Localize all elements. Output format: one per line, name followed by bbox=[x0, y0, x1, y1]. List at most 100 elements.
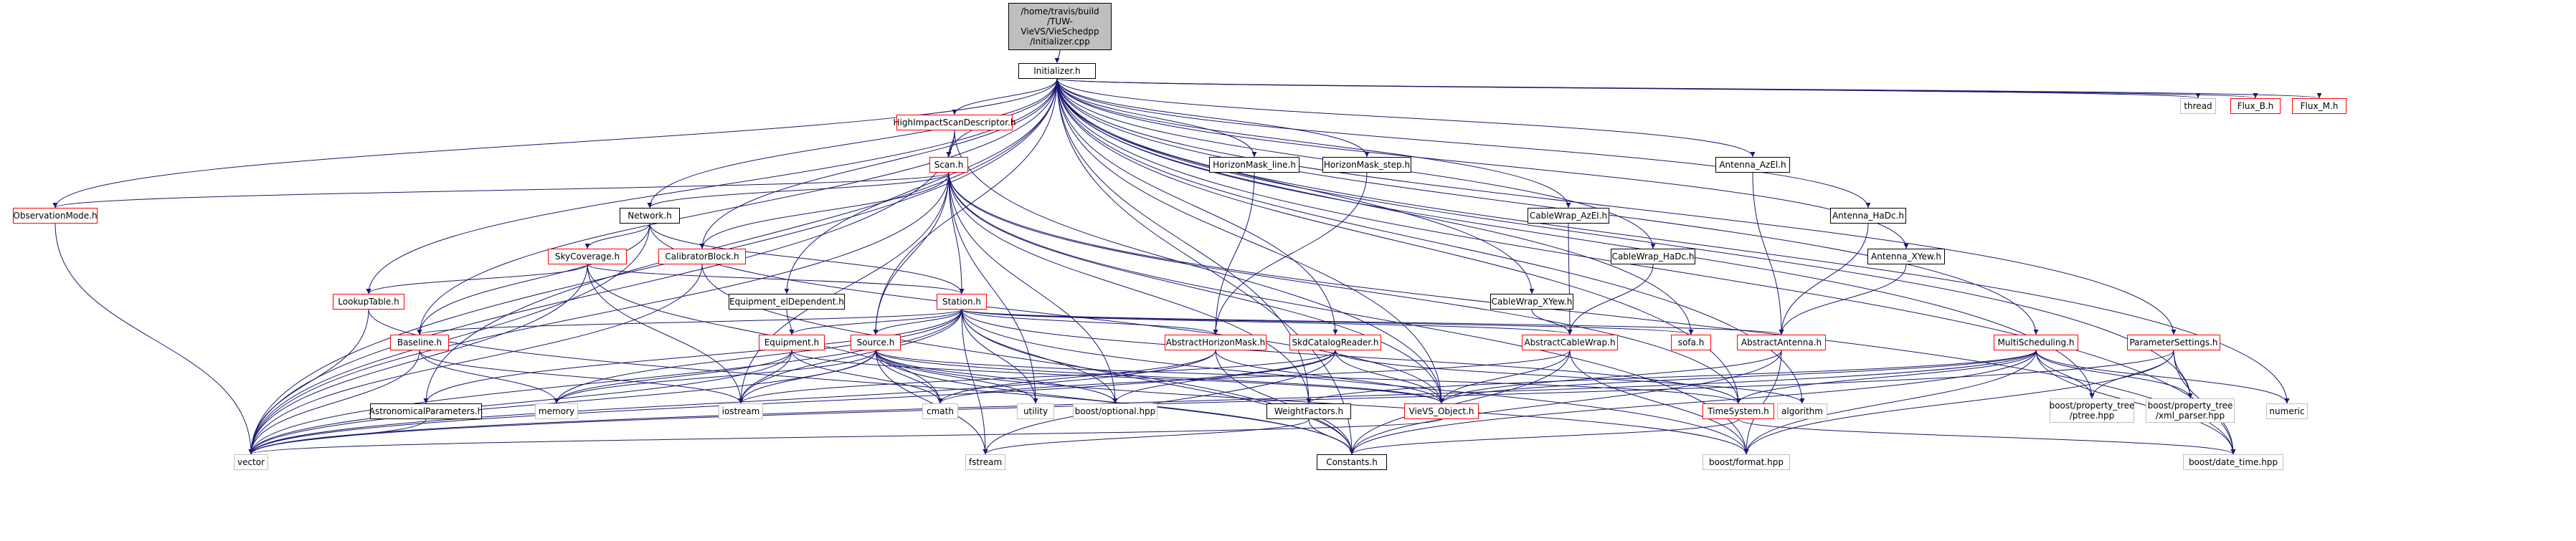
node-skdcatalog[interactable]: SkdCatalogReader.h bbox=[1289, 335, 1381, 350]
edge-abs-cablewrap-to-cmath bbox=[937, 350, 1571, 404]
edge-initializer-to-ant-hadc bbox=[1056, 78, 1871, 209]
edge-scan-to-vievs-object bbox=[948, 172, 1444, 404]
node-ant-xyew[interactable]: Antenna_XYew.h bbox=[1867, 249, 1945, 264]
edge-scan-to-calibratorblock bbox=[699, 172, 950, 249]
edge-station-to-baseline bbox=[417, 309, 962, 335]
node-algorithm[interactable]: algorithm bbox=[1777, 403, 1827, 419]
edge-skdcatalog-to-algorithm bbox=[1335, 350, 1805, 404]
edge-initializer-to-lookuptable bbox=[366, 78, 1058, 295]
edge-weightfactors-to-fstream bbox=[982, 418, 1310, 455]
node-iostream[interactable]: iostream bbox=[719, 403, 763, 419]
node-flux-b[interactable]: Flux_B.h bbox=[2230, 98, 2281, 114]
edge-multisched-to-constants bbox=[1349, 350, 2037, 455]
edge-abs-cablewrap-to-constants bbox=[1349, 350, 1571, 455]
node-equip-eldep[interactable]: Equipment_elDependent.h bbox=[729, 294, 845, 310]
node-ant-azel[interactable]: Antenna_AzEl.h bbox=[1715, 157, 1790, 173]
node-cmath[interactable]: cmath bbox=[922, 403, 958, 419]
node-numeric[interactable]: numeric bbox=[2266, 403, 2308, 419]
node-baseline[interactable]: Baseline.h bbox=[390, 335, 449, 350]
edge-initializer-to-boost-datetime bbox=[1056, 78, 2236, 455]
edge-ant-xyew-to-abs-antenna bbox=[1779, 264, 1907, 335]
root-file-node[interactable]: /home/travis/build /TUW-VieVS/VieSchedpp… bbox=[1008, 3, 1112, 50]
edge-vievs-object-to-vector bbox=[248, 418, 1442, 455]
node-cw-hadc[interactable]: CableWrap_HaDc.h bbox=[1611, 249, 1695, 264]
node-sofa[interactable]: sofa.h bbox=[1671, 335, 1711, 350]
node-initializer[interactable]: Initializer.h bbox=[1018, 63, 1096, 79]
node-weightfactors[interactable]: WeightFactors.h bbox=[1266, 403, 1351, 419]
node-boost-format[interactable]: boost/format.hpp bbox=[1703, 454, 1790, 470]
edge-skdcatalog-to-fstream bbox=[982, 350, 1336, 455]
edge-station-to-boost-optional bbox=[961, 309, 1118, 404]
node-network[interactable]: Network.h bbox=[620, 208, 680, 224]
edge-multisched-to-boost-ptree bbox=[2035, 350, 2095, 399]
node-calibratorblock[interactable]: CalibratorBlock.h bbox=[658, 249, 746, 264]
node-memory[interactable]: memory bbox=[535, 403, 578, 419]
node-astroparams[interactable]: AstronomicalParameters.h bbox=[369, 403, 483, 419]
edge-cw-azel-to-abs-cablewrap bbox=[1567, 223, 1573, 335]
edge-lookuptable-to-constants bbox=[368, 309, 1355, 455]
node-horizon-step[interactable]: HorizonMask_step.h bbox=[1322, 157, 1411, 173]
edge-initializer-to-weightfactors bbox=[1056, 78, 1312, 404]
edge-equip-eldep-to-equipment bbox=[786, 309, 795, 335]
node-observationmode[interactable]: ObservationMode.h bbox=[13, 208, 98, 224]
edge-source-to-vector bbox=[248, 350, 876, 455]
edge-root-to-initializer bbox=[1054, 49, 1061, 64]
edge-equipment-to-vector bbox=[248, 350, 792, 455]
edge-station-to-equipment bbox=[789, 309, 962, 335]
edge-abs-antenna-to-constants bbox=[1349, 350, 1782, 455]
node-abs-horizon[interactable]: AbstractHorizonMask.h bbox=[1165, 335, 1266, 350]
edge-highimpact-to-vector bbox=[248, 130, 955, 455]
node-horizon-line[interactable]: HorizonMask_line.h bbox=[1209, 157, 1299, 173]
edge-scan-to-iostream bbox=[738, 172, 950, 404]
node-highimpact[interactable]: HighImpactScanDescriptor.h bbox=[894, 115, 1015, 130]
edge-timesystem-to-boost-datetime bbox=[1738, 418, 2236, 455]
node-flux-m[interactable]: Flux_M.h bbox=[2292, 98, 2347, 114]
node-boost-xml[interactable]: boost/property_tree /xml_parser.hpp bbox=[2146, 398, 2235, 423]
edge-network-to-vector bbox=[248, 223, 650, 455]
node-source[interactable]: Source.h bbox=[851, 335, 901, 350]
node-multisched[interactable]: MultiScheduling.h bbox=[1994, 335, 2078, 350]
edge-baseline-to-vector bbox=[248, 350, 420, 455]
node-equipment[interactable]: Equipment.h bbox=[759, 335, 825, 350]
edge-abs-antenna-to-boost-format bbox=[1743, 350, 1782, 455]
edge-multisched-to-vievs-object bbox=[1439, 350, 2037, 404]
edge-observationmode-to-vector bbox=[55, 223, 254, 455]
edge-cw-xyew-to-abs-cablewrap bbox=[1531, 309, 1573, 335]
node-utility[interactable]: utility bbox=[1017, 403, 1054, 419]
edge-paramsettings-to-vector bbox=[248, 350, 2174, 455]
node-paramsettings[interactable]: ParameterSettings.h bbox=[2127, 335, 2220, 350]
edge-equipment-to-iostream bbox=[738, 350, 792, 404]
root-line-1: /home/travis/build bbox=[1021, 6, 1099, 16]
node-thread[interactable]: thread bbox=[2180, 98, 2216, 114]
edge-horizon-line-to-abs-horizon bbox=[1213, 172, 1255, 335]
node-station[interactable]: Station.h bbox=[937, 294, 987, 310]
edge-source-to-timesystem bbox=[875, 350, 1741, 404]
node-lookuptable[interactable]: LookupTable.h bbox=[333, 294, 404, 310]
node-cw-xyew[interactable]: CableWrap_XYew.h bbox=[1490, 294, 1573, 310]
edge-skdcatalog-to-vievs-object bbox=[1335, 350, 1444, 404]
node-boost-ptree[interactable]: boost/property_tree /ptree.hpp bbox=[2050, 398, 2134, 423]
edge-calibratorblock-to-vector bbox=[248, 264, 703, 455]
node-vector[interactable]: vector bbox=[234, 454, 268, 470]
edge-cw-hadc-to-abs-cablewrap bbox=[1567, 264, 1654, 335]
node-timesystem[interactable]: TimeSystem.h bbox=[1703, 403, 1774, 419]
edge-abs-horizon-to-cmath bbox=[937, 350, 1216, 404]
node-skycoverage[interactable]: SkyCoverage.h bbox=[548, 249, 627, 264]
edge-station-to-iostream bbox=[738, 309, 962, 404]
edge-station-to-memory bbox=[554, 309, 962, 404]
node-boost-datetime[interactable]: boost/date_time.hpp bbox=[2183, 454, 2283, 470]
node-constants[interactable]: Constants.h bbox=[1317, 454, 1387, 470]
node-cw-azel[interactable]: CableWrap_AzEl.h bbox=[1528, 208, 1609, 224]
edge-multisched-to-numeric bbox=[2035, 350, 2290, 404]
node-scan[interactable]: Scan.h bbox=[929, 157, 968, 173]
edge-multisched-to-boost-datetime bbox=[2035, 350, 2236, 455]
node-abs-cablewrap[interactable]: AbstractCableWrap.h bbox=[1522, 335, 1618, 350]
node-fstream[interactable]: fstream bbox=[965, 454, 1005, 470]
edge-source-to-utility bbox=[875, 350, 1038, 404]
edge-scan-to-boost-format bbox=[948, 172, 1749, 455]
edge-source-to-memory bbox=[554, 350, 876, 404]
node-boost-optional[interactable]: boost/optional.hpp bbox=[1073, 403, 1157, 419]
node-abs-antenna[interactable]: AbstractAntenna.h bbox=[1737, 335, 1826, 350]
node-vievs-object[interactable]: VieVS_Object.h bbox=[1404, 403, 1479, 419]
node-ant-hadc[interactable]: Antenna_HaDc.h bbox=[1830, 208, 1906, 224]
